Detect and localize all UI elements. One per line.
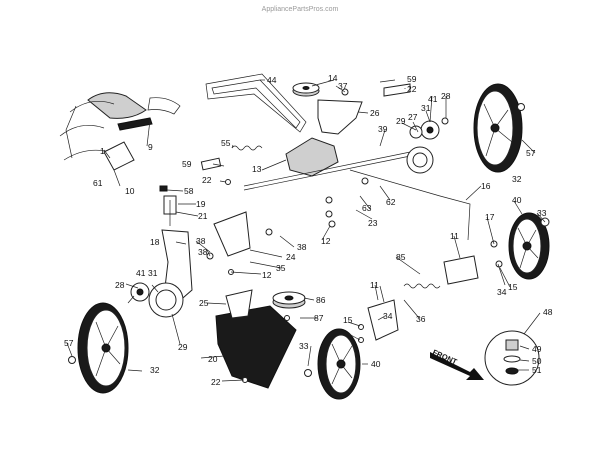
drive-gear-right (409, 120, 440, 140)
upper-pulley (292, 82, 320, 97)
part-label: 85 (396, 252, 406, 262)
clip (200, 157, 222, 171)
part-label: 36 (416, 314, 426, 324)
mounting-bracket (317, 99, 363, 135)
part-label: 87 (314, 313, 324, 323)
part-label: 1 (100, 146, 105, 156)
inset-detail (484, 330, 540, 386)
part-label: 32 (512, 174, 522, 184)
part-label: 59 (182, 159, 192, 169)
part-label: 40 (512, 195, 522, 205)
part-label: 34 (383, 311, 393, 321)
part-label: 28 (115, 280, 125, 290)
part-label: 10 (125, 186, 135, 196)
spring (231, 145, 263, 151)
part-label: 62 (386, 197, 396, 207)
part-label: 63 (362, 203, 372, 213)
part-label: 41 (136, 268, 146, 278)
front-right-wheel (508, 212, 550, 280)
height-lever (443, 255, 479, 285)
part-label: 9 (148, 142, 153, 152)
part-label: 15 (508, 282, 518, 292)
part-label: 11 (450, 231, 459, 241)
deflector-bracket (225, 289, 253, 319)
part-label: 59 (407, 74, 417, 84)
gear-shield (213, 211, 251, 257)
part-label: 17 (485, 212, 495, 222)
height-adjuster (159, 185, 177, 226)
part-label: 19 (196, 199, 206, 209)
part-label: 35 (276, 263, 286, 273)
part-label: 26 (370, 108, 380, 118)
part-label: 23 (368, 218, 378, 228)
rear-right-wheel (473, 83, 523, 173)
watermark-text: AppliancePartsPros.com (262, 6, 339, 13)
transmission (243, 137, 421, 191)
grass-deflector (59, 92, 181, 161)
drive-belt (205, 73, 307, 133)
part-label: 29 (178, 342, 188, 352)
part-label: 33 (537, 208, 547, 218)
part-label: 49 (532, 344, 542, 354)
part-label: 31 (148, 268, 158, 278)
part-label: 48 (543, 307, 553, 317)
part-label: 11 (370, 280, 379, 290)
rear-flap (103, 141, 135, 171)
part-label: 32 (150, 365, 160, 375)
part-labels: 44 14 37 59 22 26 41 28 9 1 61 10 55 13 … (64, 73, 553, 387)
lever-spring (403, 283, 441, 289)
part-label: 86 (316, 295, 326, 305)
part-label: 37 (338, 81, 348, 91)
part-label: 40 (371, 359, 381, 369)
part-label: 50 (532, 356, 542, 366)
part-label: 28 (441, 91, 451, 101)
front-direction-arrow (430, 352, 484, 380)
part-label: 39 (378, 124, 388, 134)
part-label: 13 (252, 164, 262, 174)
drive-gear-left (130, 282, 184, 318)
part-label: 57 (526, 148, 536, 158)
part-label: 18 (150, 237, 160, 247)
part-label: 14 (328, 73, 338, 83)
part-label: 22 (211, 377, 221, 387)
part-label: 29 (396, 116, 406, 126)
part-label: 25 (199, 298, 209, 308)
rear-left-wheel (77, 302, 129, 394)
part-label: 12 (262, 270, 272, 280)
wheel-deflector (215, 305, 297, 389)
part-label: 24 (286, 252, 296, 262)
part-label: 15 (343, 315, 353, 325)
drive-gear-mid (406, 146, 434, 174)
part-label: 44 (267, 75, 277, 85)
parts-artwork (59, 73, 550, 400)
part-label: 22 (202, 175, 212, 185)
part-label: 38 (196, 236, 206, 246)
lower-pulley (272, 291, 306, 309)
part-label: 58 (184, 186, 194, 196)
part-label: 22 (407, 84, 417, 94)
part-label: 51 (532, 365, 542, 375)
part-label: 38 (198, 247, 208, 257)
leader-lines (66, 79, 546, 382)
part-label: 31 (421, 103, 431, 113)
front-bracket (367, 299, 399, 341)
part-label: 61 (93, 178, 103, 188)
part-label: 12 (321, 236, 331, 246)
rear-axle-rod (349, 169, 471, 241)
part-label: 20 (208, 354, 218, 364)
part-label: 41 (428, 94, 438, 104)
front-left-wheel (317, 328, 361, 400)
part-label: 16 (481, 181, 491, 191)
part-label: 33 (299, 341, 309, 351)
upper-bracket (383, 83, 411, 97)
part-label: 38 (297, 242, 307, 252)
part-label: 57 (64, 338, 74, 348)
part-label: 55 (221, 138, 231, 148)
part-label: 21 (198, 211, 208, 221)
part-label: 27 (408, 112, 418, 122)
part-label: 34 (497, 287, 507, 297)
